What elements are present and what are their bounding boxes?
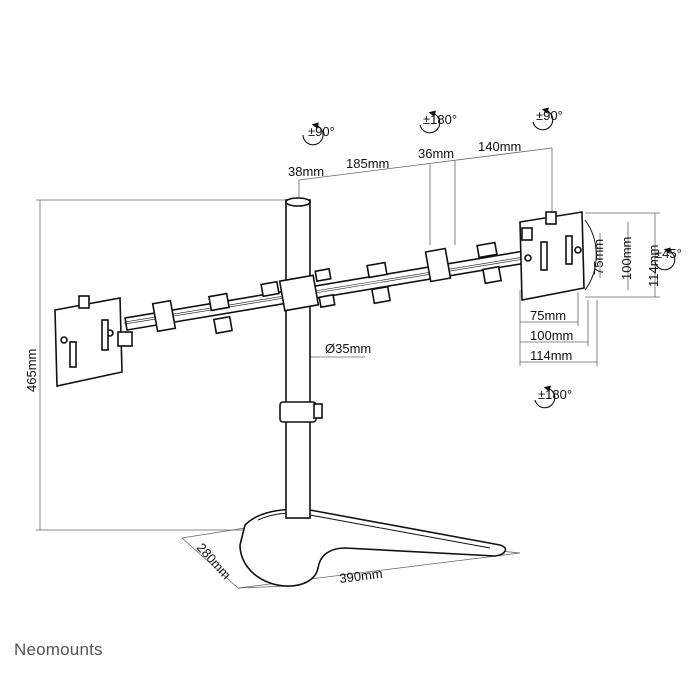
vesa-h114-label: 114mm bbox=[530, 348, 572, 363]
tilt-arc bbox=[584, 219, 597, 291]
vesa-v114-label: 114mm bbox=[646, 245, 661, 287]
dim-arm-end: 140mm bbox=[478, 139, 521, 154]
dim-joint-width: 36mm bbox=[418, 146, 454, 161]
vesa-v75-label: 75mm bbox=[591, 239, 606, 275]
dim-base-width: 390mm bbox=[339, 566, 384, 586]
dim-height: 465mm bbox=[24, 349, 39, 392]
rotation-right-label: ±90° bbox=[536, 108, 563, 123]
dim-base-depth: 280mm bbox=[194, 540, 234, 582]
brand-logo: Neomounts bbox=[14, 640, 103, 659]
stand-pole bbox=[279, 197, 323, 519]
rotation-left-label: ±90° bbox=[308, 124, 335, 139]
vesa-v100-label: 100mm bbox=[619, 237, 634, 280]
left-vesa-plate bbox=[54, 295, 133, 387]
rotation-bottom-label: ±180° bbox=[538, 387, 572, 402]
horizontal-arm bbox=[124, 241, 533, 335]
rotation-center-label: ±180° bbox=[423, 112, 457, 127]
rotation-icons bbox=[302, 107, 676, 409]
right-vesa-plate bbox=[519, 211, 585, 301]
vesa-h100-label: 100mm bbox=[530, 328, 573, 343]
vesa-h75-label: 75mm bbox=[530, 308, 566, 323]
rotation-side-label: ±45° bbox=[655, 246, 682, 261]
dim-pole-offset: 38mm bbox=[288, 164, 324, 179]
dimension-lines bbox=[36, 147, 660, 589]
dim-arm-length: 185mm bbox=[346, 156, 389, 171]
dim-pole-diameter: Ø35mm bbox=[325, 341, 371, 356]
